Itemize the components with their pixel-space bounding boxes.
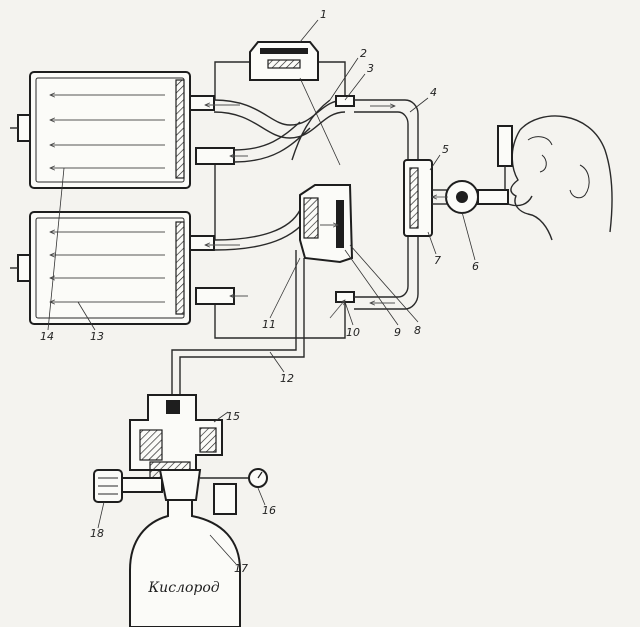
part-label-18: 18 xyxy=(90,527,104,540)
bag-connectors xyxy=(189,95,248,305)
part-label-12: 12 xyxy=(280,372,294,385)
tank-label: Кислород xyxy=(147,580,219,596)
upper-bag xyxy=(10,71,191,189)
part-label-6: 6 xyxy=(472,260,479,273)
part-label-15: 15 xyxy=(226,410,240,423)
supply-line xyxy=(171,338,305,395)
part-label-9: 9 xyxy=(394,326,401,339)
right-loop xyxy=(354,99,419,310)
part-label-17: 17 xyxy=(234,562,248,575)
head-figure xyxy=(497,115,613,241)
lower-bag xyxy=(10,211,191,325)
part-label-2: 2 xyxy=(360,47,367,60)
pipe-frame xyxy=(214,61,346,339)
central-regulator xyxy=(295,184,354,345)
part-labels: 1 2 3 4 5 6 7 8 9 10 11 12 13 14 15 16 1… xyxy=(40,8,479,575)
part-label-5: 5 xyxy=(442,143,449,156)
part-label-1: 1 xyxy=(320,8,327,21)
part-label-11: 11 xyxy=(262,318,276,331)
leader-lines xyxy=(47,19,476,565)
part-label-8: 8 xyxy=(414,324,421,337)
cylinder-valve xyxy=(93,468,268,515)
mask-junction xyxy=(403,159,509,237)
part-label-3: 3 xyxy=(367,62,374,75)
part-label-16: 16 xyxy=(262,504,276,517)
part-label-7: 7 xyxy=(434,254,441,267)
part-label-10: 10 xyxy=(346,326,360,339)
part-label-14: 14 xyxy=(40,330,54,343)
oxygen-tank: Кислород xyxy=(129,499,241,627)
valve-top xyxy=(249,41,341,166)
part-label-4: 4 xyxy=(430,86,437,99)
part-label-13: 13 xyxy=(90,330,104,343)
